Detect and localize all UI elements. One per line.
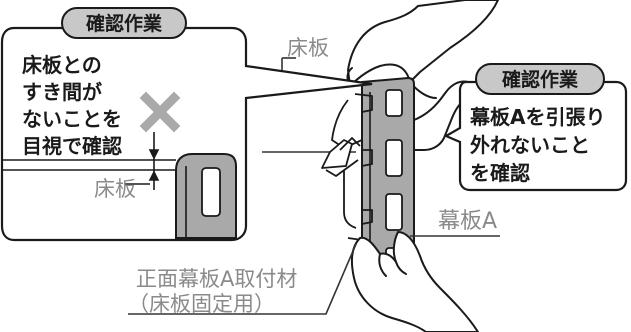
floor-label-top: 床板: [287, 36, 329, 60]
zoom-floor-lines: [2, 132, 176, 190]
left-callout-line: 床板との: [22, 53, 102, 77]
right-badge-title: 確認作業: [502, 68, 579, 91]
left-callout-line: 目視で確認: [22, 134, 122, 158]
right-badge: [475, 63, 605, 95]
right-callout-line: を確認: [470, 161, 530, 185]
bracket-label-line2: （床板固定用）: [128, 292, 275, 316]
left-badge: [61, 7, 187, 39]
left-callout: 確認作業 床板との すき間が ないことを 目視で確認 床板: [0, 7, 373, 242]
right-callout: 確認作業 幕板Aを引張り 外れないこと を確認: [443, 63, 628, 192]
panel-a-label: 幕板A: [438, 209, 497, 234]
zoomed-panel: [175, 153, 237, 239]
right-callout-line: 外れないこと: [470, 133, 590, 157]
left-callout-line: ないことを: [22, 107, 122, 131]
cross-mark-icon: [139, 91, 181, 133]
mounting-bracket: [321, 93, 373, 241]
bracket-label-line1: 正面幕板A取付材: [136, 267, 297, 291]
left-callout-line: すき間が: [22, 80, 102, 104]
leader-bracket: [128, 243, 357, 315]
hand-icon: [351, 231, 479, 332]
left-badge-title: 確認作業: [86, 12, 163, 35]
right-callout-line: 幕板Aを引張り: [469, 105, 605, 129]
zoom-floor-label: 床板: [94, 177, 136, 201]
